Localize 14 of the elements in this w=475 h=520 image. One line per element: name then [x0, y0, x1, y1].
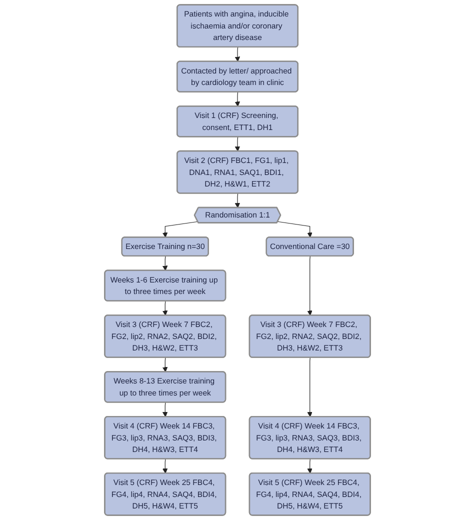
arrow [234, 193, 240, 208]
arrow [234, 136, 240, 152]
arrow [162, 300, 168, 316]
arrow [277, 221, 312, 238]
arrow [162, 357, 168, 372]
arrow [307, 256, 312, 316]
arrow [162, 221, 198, 238]
arrow [234, 92, 240, 107]
arrow [162, 458, 168, 474]
arrow [234, 46, 240, 62]
arrow [307, 458, 312, 474]
arrow [162, 402, 168, 418]
arrow [307, 357, 312, 418]
arrow [162, 256, 168, 271]
